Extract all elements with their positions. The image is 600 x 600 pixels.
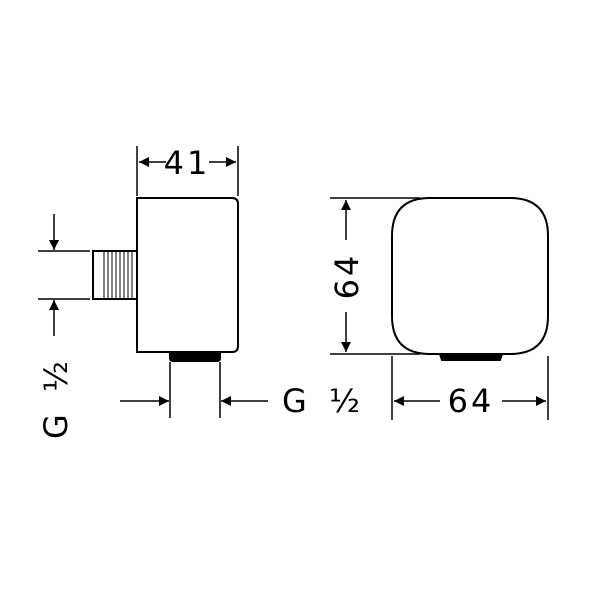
dim-front-width bbox=[391, 356, 549, 420]
label-thread-side: G ½ bbox=[37, 355, 75, 439]
side-view bbox=[92, 197, 239, 362]
dim-front-height bbox=[330, 197, 420, 355]
front-outlet bbox=[439, 353, 503, 361]
label-front-width: 64 bbox=[448, 382, 495, 420]
label-thread-bottom: G ½ bbox=[282, 382, 366, 420]
side-view-body bbox=[136, 197, 239, 353]
front-view bbox=[391, 197, 549, 361]
bottom-outlet bbox=[169, 352, 221, 362]
front-view-body bbox=[391, 197, 549, 355]
label-side-width: 41 bbox=[164, 144, 211, 182]
dim-thread-bottom bbox=[120, 362, 268, 418]
dim-thread-side bbox=[38, 214, 90, 336]
dim-side-width bbox=[136, 146, 239, 196]
thread-connector bbox=[92, 250, 138, 300]
label-front-height: 64 bbox=[328, 253, 366, 300]
